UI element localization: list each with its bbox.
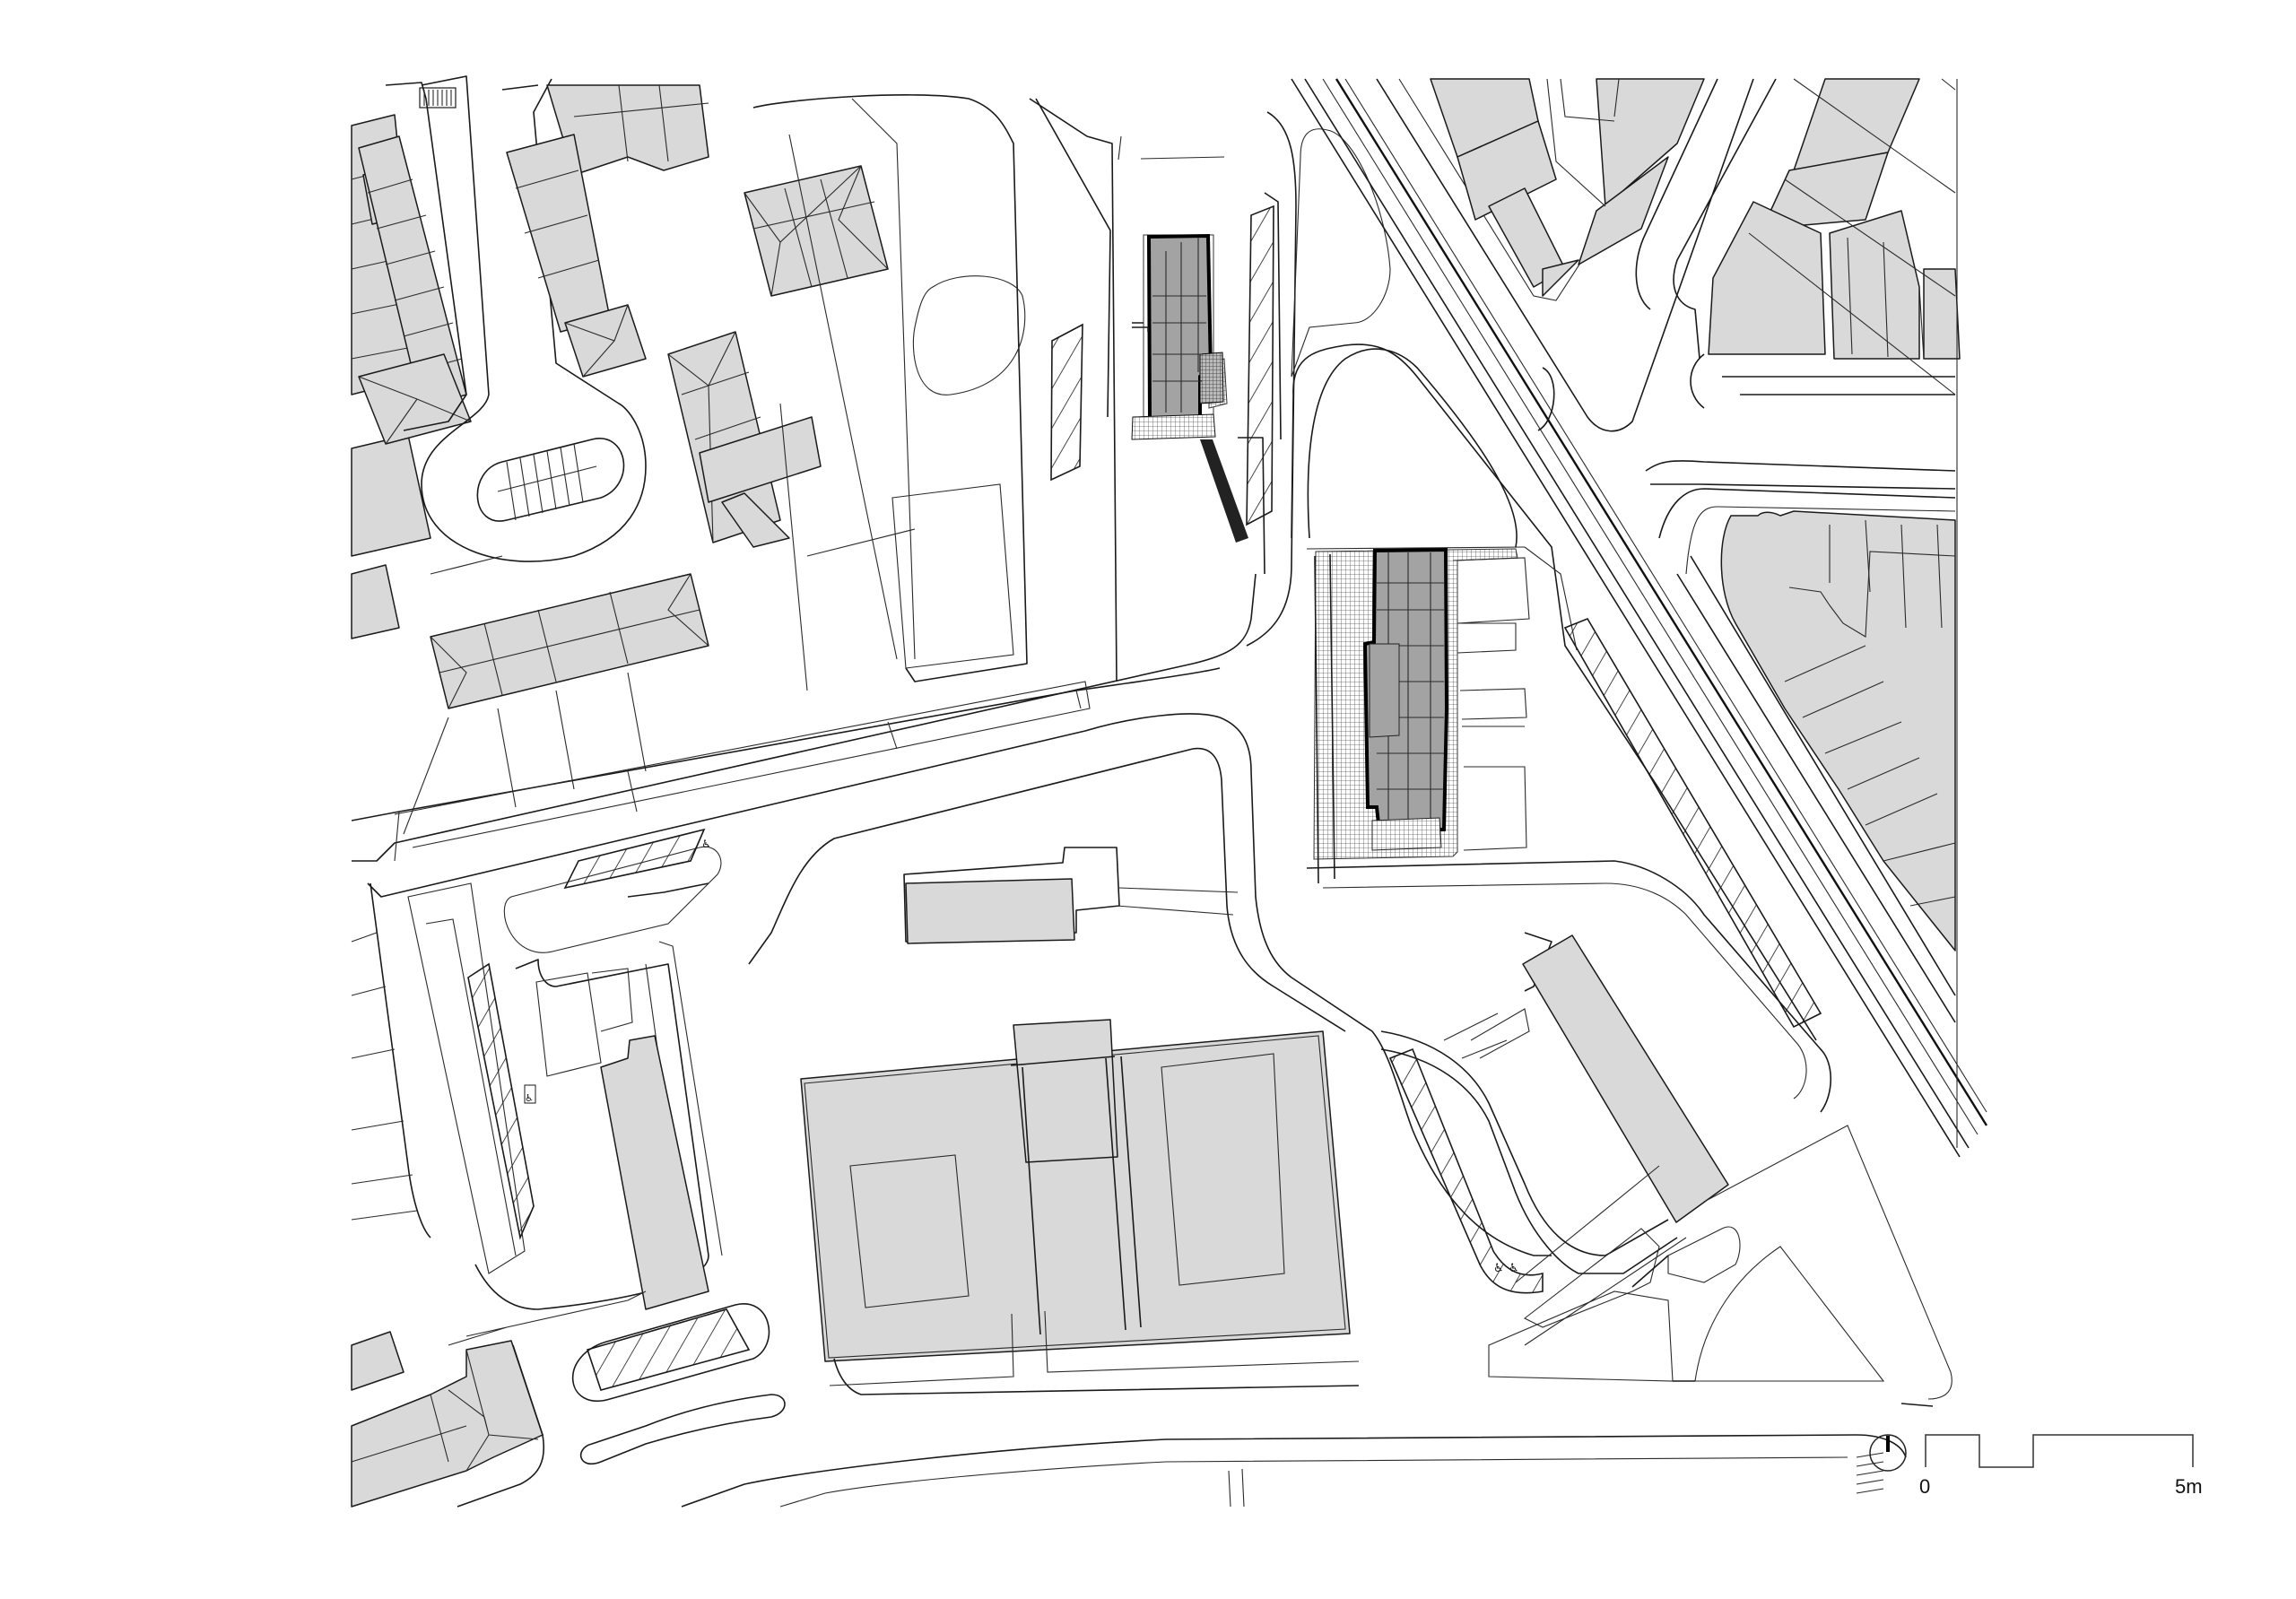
main-avenue bbox=[351, 573, 1552, 1256]
southeast-slab: ♿ ♿ bbox=[1380, 934, 1952, 1400]
west-parking-lot: ♿ bbox=[503, 828, 722, 953]
north-cul-de-sac bbox=[385, 75, 647, 562]
scale-bar-graphic bbox=[1925, 1434, 2194, 1468]
railway-corridor bbox=[1291, 78, 1988, 1158]
scale-bar bbox=[1924, 1433, 2211, 1469]
left-housing-block bbox=[351, 114, 472, 639]
central-north-houses bbox=[403, 84, 1028, 835]
wheelchair-icon: ♿ bbox=[525, 1092, 534, 1104]
scale-end-label: 5m bbox=[2175, 1475, 2203, 1498]
wheelchair-icon: ♿ bbox=[1509, 1262, 1519, 1275]
east-lower-blocks bbox=[1645, 460, 1956, 1023]
wheelchair-icon: ♿ bbox=[1493, 1262, 1504, 1275]
west-lower-block: ♿ bbox=[351, 882, 723, 1310]
scale-start-label: 0 bbox=[1919, 1475, 1931, 1498]
east-triangle-lot bbox=[1291, 128, 1822, 1041]
northeast-blocks bbox=[1376, 78, 1961, 432]
southwest-houses bbox=[351, 1290, 647, 1508]
project-building-east bbox=[1306, 546, 1832, 1113]
south-road bbox=[681, 1403, 1934, 1508]
north-arrow-icon bbox=[1869, 1434, 1907, 1472]
central-building bbox=[903, 847, 1239, 944]
wheelchair-icon: ♿ bbox=[701, 838, 711, 850]
project-building-north bbox=[1029, 98, 1297, 682]
sports-hall-complex bbox=[800, 1019, 1360, 1395]
south-parking-capsule bbox=[571, 1302, 786, 1464]
